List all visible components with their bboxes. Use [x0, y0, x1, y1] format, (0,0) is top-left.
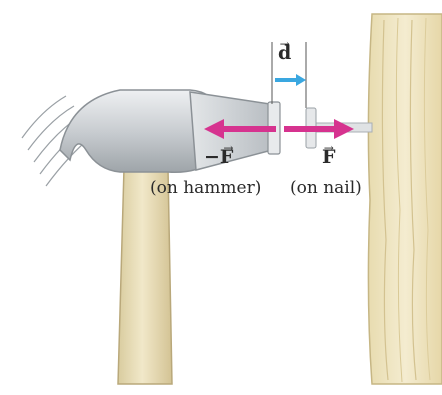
displacement-label: → d	[278, 38, 291, 63]
on-nail-caption: (on nail)	[290, 180, 362, 197]
force-hammer-symbol: −F	[204, 146, 233, 168]
displacement-arrow	[275, 74, 306, 86]
hammer-handle	[118, 168, 172, 384]
displacement-symbol: d	[278, 42, 291, 64]
force-on-hammer-label: → −F	[204, 142, 233, 167]
force-on-nail-arrow	[284, 119, 354, 139]
wood-board	[368, 14, 442, 384]
force-on-nail-label: → F	[322, 142, 336, 167]
force-nail-symbol: F	[322, 146, 336, 168]
on-hammer-caption: (on hammer)	[150, 180, 261, 197]
